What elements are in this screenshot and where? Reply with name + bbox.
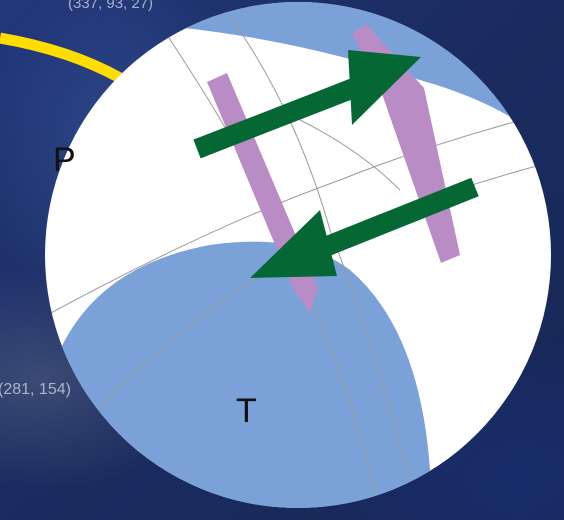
plate-label-t: T bbox=[236, 392, 257, 430]
arrow-up-right-icon bbox=[193, 50, 421, 159]
arrow-down-left-icon bbox=[250, 177, 479, 278]
coordinate-label-left: (281, 154) bbox=[0, 381, 71, 398]
plate-label-p: P bbox=[53, 141, 76, 179]
coordinate-label-top: (337, 93, 27) bbox=[68, 0, 153, 12]
plate-boundary-line bbox=[0, 32, 123, 83]
